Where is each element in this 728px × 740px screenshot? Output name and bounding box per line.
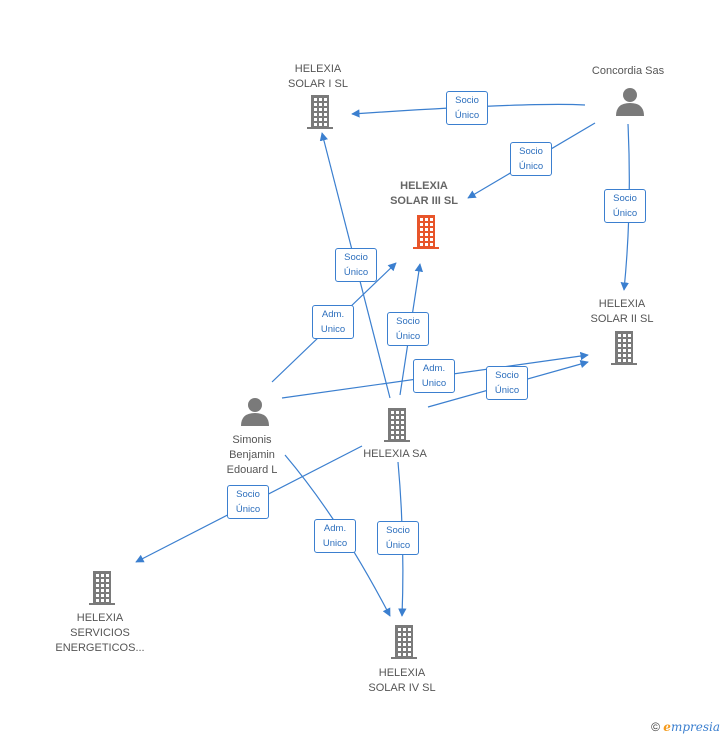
building-icon[interactable] xyxy=(307,95,333,129)
building-icon[interactable] xyxy=(611,331,637,365)
node-label-simonis[interactable]: Simonis Benjamin Edouard L xyxy=(226,434,278,476)
building-icon[interactable] xyxy=(413,215,439,249)
copyright-symbol: © xyxy=(651,720,660,734)
node-label-concordia-sas[interactable]: Concordia Sas xyxy=(591,65,665,77)
edge-label[interactable]: Adm. Unico xyxy=(413,359,455,393)
node-label-helexia-sa[interactable]: HELEXIA SA xyxy=(363,448,427,460)
copyright-footer: © empresia xyxy=(651,720,720,734)
node-label-helexia-solar-iii[interactable]: HELEXIA SOLAR III SL xyxy=(390,180,458,207)
edge-label[interactable]: Socio Único xyxy=(387,312,429,346)
edge-label[interactable]: Socio Único xyxy=(335,248,377,282)
building-icon[interactable] xyxy=(384,408,410,442)
edge-concordia_sas-to-helexia_solar_i xyxy=(351,103,586,118)
edge-label[interactable]: Socio Único xyxy=(227,485,269,519)
building-icon[interactable] xyxy=(391,625,417,659)
node-label-helexia-servicios[interactable]: HELEXIA SERVICIOS ENERGETICOS... xyxy=(55,612,145,654)
edge-label[interactable]: Socio Único xyxy=(377,521,419,555)
edge-label[interactable]: Socio Único xyxy=(510,142,552,176)
edge-label[interactable]: Adm. Unico xyxy=(314,519,356,553)
node-label-helexia-solar-i[interactable]: HELEXIA SOLAR I SL xyxy=(288,63,348,90)
node-label-helexia-solar-ii[interactable]: HELEXIA SOLAR II SL xyxy=(590,298,654,325)
building-icon[interactable] xyxy=(89,571,115,605)
node-label-helexia-solar-iv[interactable]: HELEXIA SOLAR IV SL xyxy=(368,667,436,694)
edge-label[interactable]: Socio Único xyxy=(604,189,646,223)
person-icon[interactable] xyxy=(241,398,269,426)
person-icon[interactable] xyxy=(616,88,644,116)
edge-label[interactable]: Socio Único xyxy=(486,366,528,400)
edge-label[interactable]: Adm. Unico xyxy=(312,305,354,339)
edge-label[interactable]: Socio Único xyxy=(446,91,488,125)
empresia-logo[interactable]: empresia xyxy=(663,720,720,734)
